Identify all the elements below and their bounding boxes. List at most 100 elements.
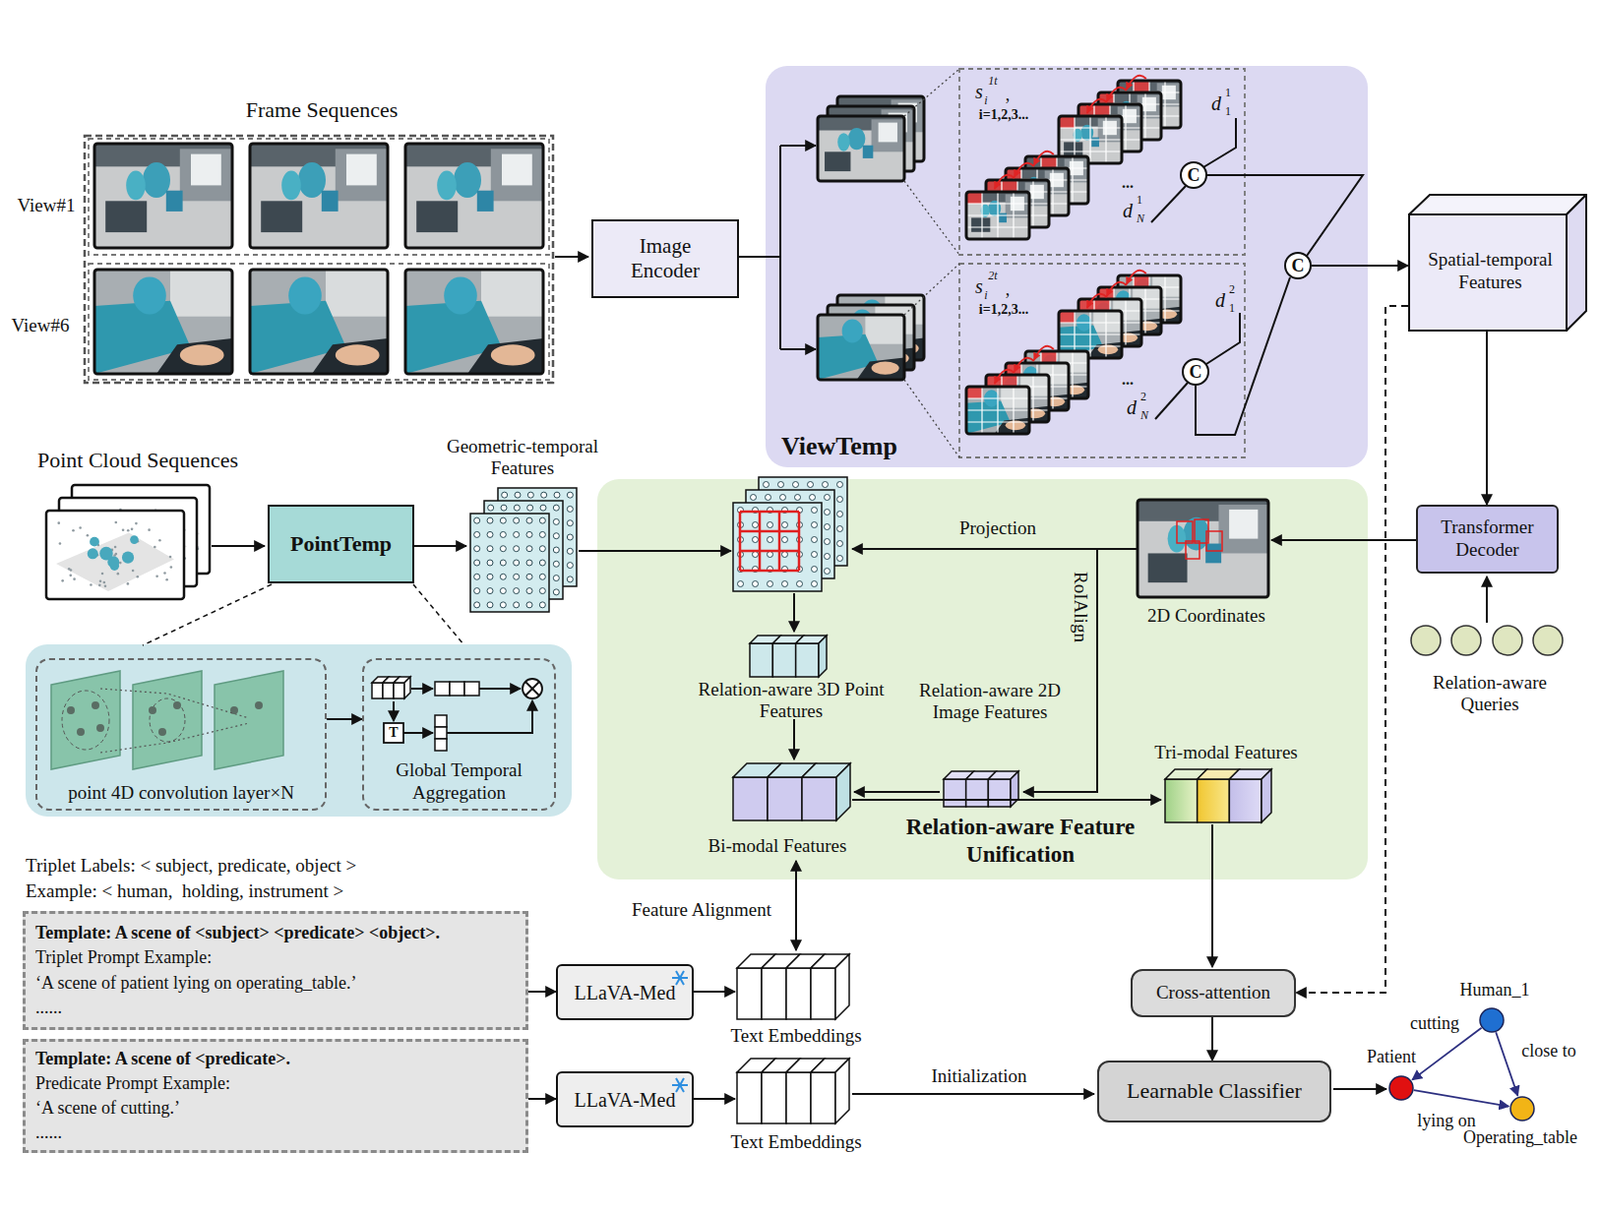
illustration-circle	[126, 582, 130, 586]
illustration-rect	[1133, 80, 1150, 93]
process-box: Cross-attention	[1130, 969, 1296, 1018]
illustration-ellipse	[125, 171, 146, 201]
illustration-circle	[811, 566, 818, 573]
illustration-circle	[514, 492, 521, 498]
illustration-ellipse	[132, 276, 167, 314]
prompt-line: Template: A scene of <predicate>.	[35, 1046, 291, 1072]
illustration-circle	[811, 537, 818, 544]
illustration-rect	[998, 213, 1007, 224]
flow-arrow	[693, 990, 736, 993]
temporal-arrow	[1034, 151, 1054, 166]
illustration-circle	[131, 569, 135, 573]
illustration-circle	[135, 575, 139, 579]
illustration-line	[1071, 351, 1073, 399]
prompt-box: Template: A scene of <predicate>.Predica…	[22, 1039, 529, 1154]
flow-arrow	[779, 145, 782, 350]
illustration-rect	[862, 145, 874, 159]
illustration-circle	[488, 504, 494, 511]
feature-caption: Relation-aware 3D Point Features	[697, 678, 885, 723]
frame-sequences	[84, 135, 554, 383]
arrow-label: Feature Alignment	[631, 899, 772, 922]
illustration-rect	[325, 269, 388, 317]
math-symbol: s	[975, 275, 984, 299]
flow-arrow	[414, 545, 467, 548]
flow-arrow	[852, 548, 1138, 551]
illustration-ellipse	[871, 362, 900, 375]
illustration-rect	[1229, 509, 1258, 540]
feature-caption: Relation-aware 2D Image Features	[896, 679, 1084, 724]
flow-arrow	[852, 1093, 1095, 1096]
illustration-rect	[105, 200, 147, 233]
illustration-circle	[553, 547, 559, 554]
illustration-circle	[57, 521, 61, 525]
box-label: Learnable Classifier	[1126, 1078, 1302, 1105]
illustration-rect	[966, 191, 1030, 240]
flow-arrow	[795, 861, 798, 951]
flow-arrow	[100, 723, 249, 753]
section-title: Frame Sequences	[246, 97, 399, 123]
illustration-circle	[527, 492, 534, 498]
illustration-circle	[499, 517, 506, 524]
illustration-g	[94, 143, 233, 248]
illustration-circle	[487, 602, 493, 609]
or-photo	[817, 314, 905, 380]
illustration-circle	[807, 482, 814, 489]
illustration-rect	[810, 1072, 836, 1124]
illustration-circle	[824, 568, 831, 575]
illustration-circle	[78, 526, 82, 530]
illustration-rect	[1098, 118, 1122, 142]
illustration-circle	[553, 560, 559, 567]
illustration-rect	[1094, 104, 1110, 117]
illustration-rect	[88, 263, 550, 380]
feature-caption: Geometric-temporal Features	[424, 435, 621, 480]
temporal-arrow	[1087, 99, 1108, 114]
illustration-g	[405, 269, 544, 374]
or-photo	[94, 143, 233, 248]
illustration-path	[818, 635, 827, 677]
illustration-rect	[810, 968, 836, 1020]
illustration-rect	[1041, 351, 1057, 364]
illustration-rect	[94, 269, 233, 374]
illustration-ellipse	[288, 276, 322, 314]
illustration-rect	[1091, 137, 1100, 148]
illustration-circle	[837, 511, 844, 518]
illustration-circle	[765, 494, 772, 501]
illustration-line	[739, 550, 800, 554]
illustration-circle	[541, 492, 548, 498]
illustration-rect	[84, 135, 554, 383]
illustration-line	[778, 511, 782, 571]
illustration-rect	[1176, 521, 1193, 544]
illustration-path	[1010, 771, 1019, 807]
flow-arrow	[852, 799, 1162, 801]
illustration-line	[1124, 299, 1126, 347]
illustration-rect	[464, 681, 480, 696]
illustration-rect	[1133, 275, 1150, 288]
cube-front	[1409, 214, 1567, 331]
illustration-rect	[434, 681, 450, 696]
illustration-circle	[526, 559, 533, 566]
frozen-icon-stroke	[676, 971, 684, 985]
flow-arrow	[479, 687, 521, 690]
concat-circle	[1180, 162, 1207, 188]
illustration-circle	[752, 522, 759, 529]
illustration-line	[1144, 92, 1146, 140]
view-label: View#1	[16, 194, 75, 217]
flow-arrow	[1206, 312, 1240, 365]
illustration-circle	[499, 559, 506, 566]
flow-arrow	[142, 584, 272, 646]
feature-caption: Bi-modal Features	[708, 835, 848, 858]
panel-background	[765, 65, 1368, 468]
illustration-line	[1144, 287, 1146, 335]
illustration-line	[966, 226, 1030, 228]
illustration-path	[994, 418, 1030, 434]
illustration-circle	[752, 581, 759, 588]
illustration-circle	[526, 531, 533, 538]
flow-connector	[1485, 331, 1488, 505]
math-symbol: ,	[1005, 279, 1011, 301]
feature-caption: Relation-aware Queries	[1415, 672, 1564, 716]
flow-arrow	[793, 719, 796, 760]
illustration-circle	[107, 555, 120, 568]
frozen-icon-stroke	[676, 1078, 684, 1093]
index-range: i=1,2,3...	[979, 107, 1029, 124]
math-subscript: 1	[1229, 302, 1235, 316]
